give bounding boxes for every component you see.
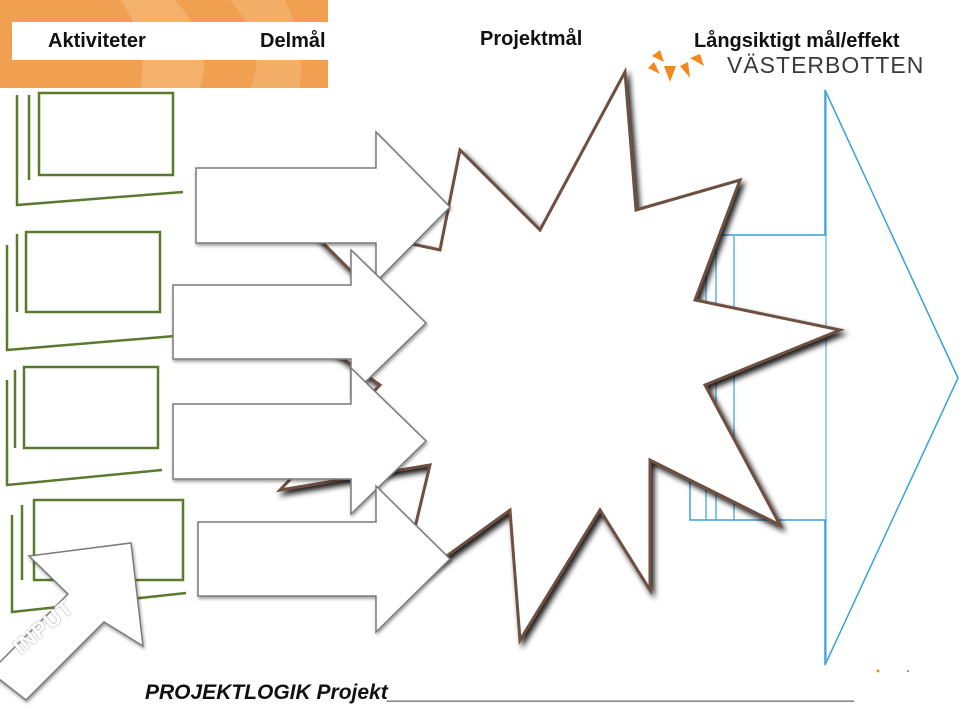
header-band xyxy=(0,0,328,88)
footer-dots xyxy=(876,669,909,673)
input-arrow xyxy=(0,542,144,701)
subgoal-arrow-2 xyxy=(172,248,428,398)
footer-project-name-blank[interactable]: ________________________________________ xyxy=(387,681,855,704)
long-term-goal-arrow xyxy=(689,89,959,666)
header-delmal: Delmål xyxy=(260,30,326,52)
footer-prefix: PROJEKTLOGIK Projekt xyxy=(145,681,388,704)
footer-title: PROJEKTLOGIK Projekt____________________… xyxy=(145,681,855,705)
logo-text: VÄSTERBOTTEN xyxy=(727,52,925,78)
subgoal-arrow-3 xyxy=(172,366,428,516)
subgoal-arrow-4 xyxy=(197,484,452,634)
header-langsiktigt-mal: Långsiktigt mål/effekt xyxy=(694,30,900,52)
logo-sun-icon xyxy=(648,50,704,82)
activity-card-2 xyxy=(5,230,176,352)
activity-card-3 xyxy=(5,365,163,487)
subgoal-arrow-1 xyxy=(195,130,452,284)
header-aktiviteter: Aktiviteter xyxy=(48,30,146,52)
header-projektmal: Projektmål xyxy=(480,28,583,50)
activity-card-1 xyxy=(15,91,184,207)
